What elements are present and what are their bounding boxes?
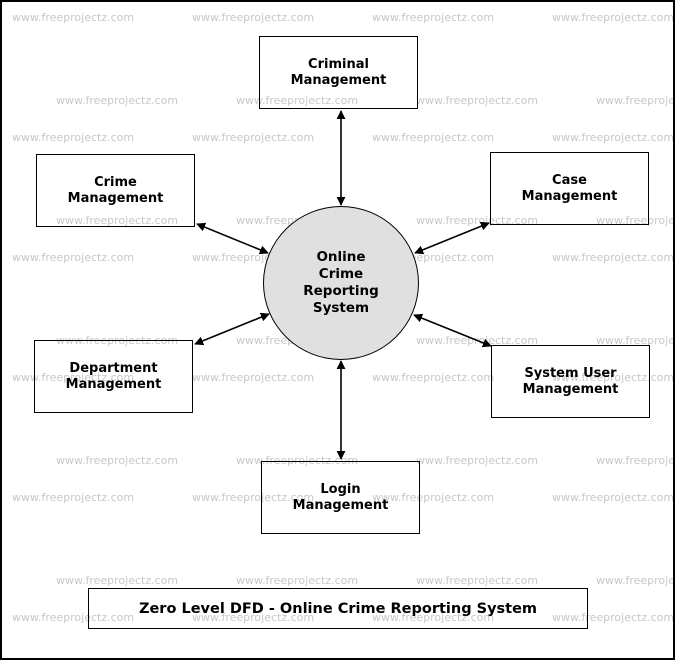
entity-case-management[interactable]: Case Management: [490, 152, 649, 225]
central-process-circle[interactable]: Online Crime Reporting System: [263, 206, 419, 360]
entity-label: System User Management: [522, 365, 619, 397]
flow-case-management: [414, 221, 490, 255]
entity-login-management[interactable]: Login Management: [261, 461, 420, 534]
caption-text: Zero Level DFD - Online Crime Reporting …: [138, 600, 538, 617]
entity-crime-management[interactable]: Crime Management: [36, 154, 195, 227]
entity-label: Case Management: [521, 172, 618, 204]
entity-criminal-management[interactable]: Criminal Management: [259, 36, 418, 109]
entity-label: Department Management: [65, 360, 162, 392]
entity-department-management[interactable]: Department Management: [34, 340, 193, 413]
entity-label: Login Management: [292, 481, 389, 513]
entity-label: Crime Management: [67, 174, 164, 206]
entity-label: Criminal Management: [290, 56, 387, 88]
flow-system-user-management: [413, 313, 492, 348]
flow-crime-management: [196, 222, 269, 255]
diagram-caption: Zero Level DFD - Online Crime Reporting …: [88, 588, 588, 629]
entity-system-user-management[interactable]: System User Management: [491, 345, 650, 418]
process-label: Online Crime Reporting System: [303, 249, 379, 316]
flow-department-management: [194, 312, 270, 346]
